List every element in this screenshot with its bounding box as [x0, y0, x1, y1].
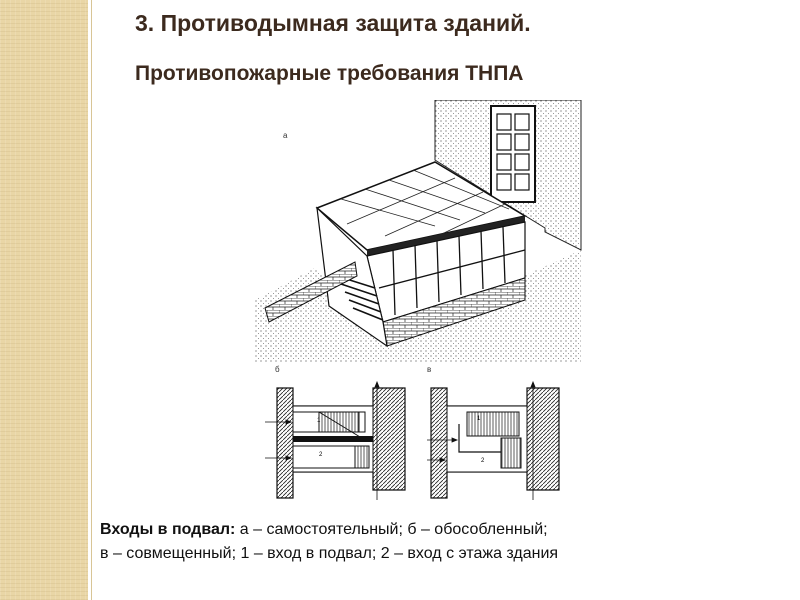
basement-entrance-figure: а	[255, 100, 582, 500]
figure-caption: Входы в подвал: а – самостоятельный; б –…	[100, 518, 790, 566]
caption-line-2: в – совмещенный; 1 – вход в подвал; 2 – …	[100, 545, 559, 562]
plan-c-label-2: 2	[481, 458, 485, 464]
figure-label-a: а	[283, 131, 288, 140]
perspective-entrance-drawing: а	[255, 100, 582, 362]
side-band-divider	[88, 0, 90, 600]
decorative-side-band	[0, 0, 88, 600]
caption-lead: Входы в подвал:	[100, 521, 236, 538]
slide-subtitle: Противопожарные требования ТНПА	[135, 62, 524, 85]
side-band-line	[91, 0, 92, 600]
plan-c-label-1: 1	[477, 416, 481, 422]
caption-line-1-rest: а – самостоятельный; б – обособленный;	[235, 521, 548, 538]
figure-label-b: б	[275, 365, 280, 374]
figure-label-c: в	[427, 365, 431, 374]
plan-b-label-2: 2	[319, 452, 323, 458]
slide-title: 3. Противодымная защита зданий.	[135, 10, 531, 36]
plan-drawing-separate: б 1 2	[265, 365, 406, 500]
plan-b-label-1: 1	[317, 418, 321, 424]
plan-drawing-combined: в 1 2	[427, 365, 560, 500]
caption-line-1: Входы в подвал: а – самостоятельный; б –…	[100, 518, 790, 542]
